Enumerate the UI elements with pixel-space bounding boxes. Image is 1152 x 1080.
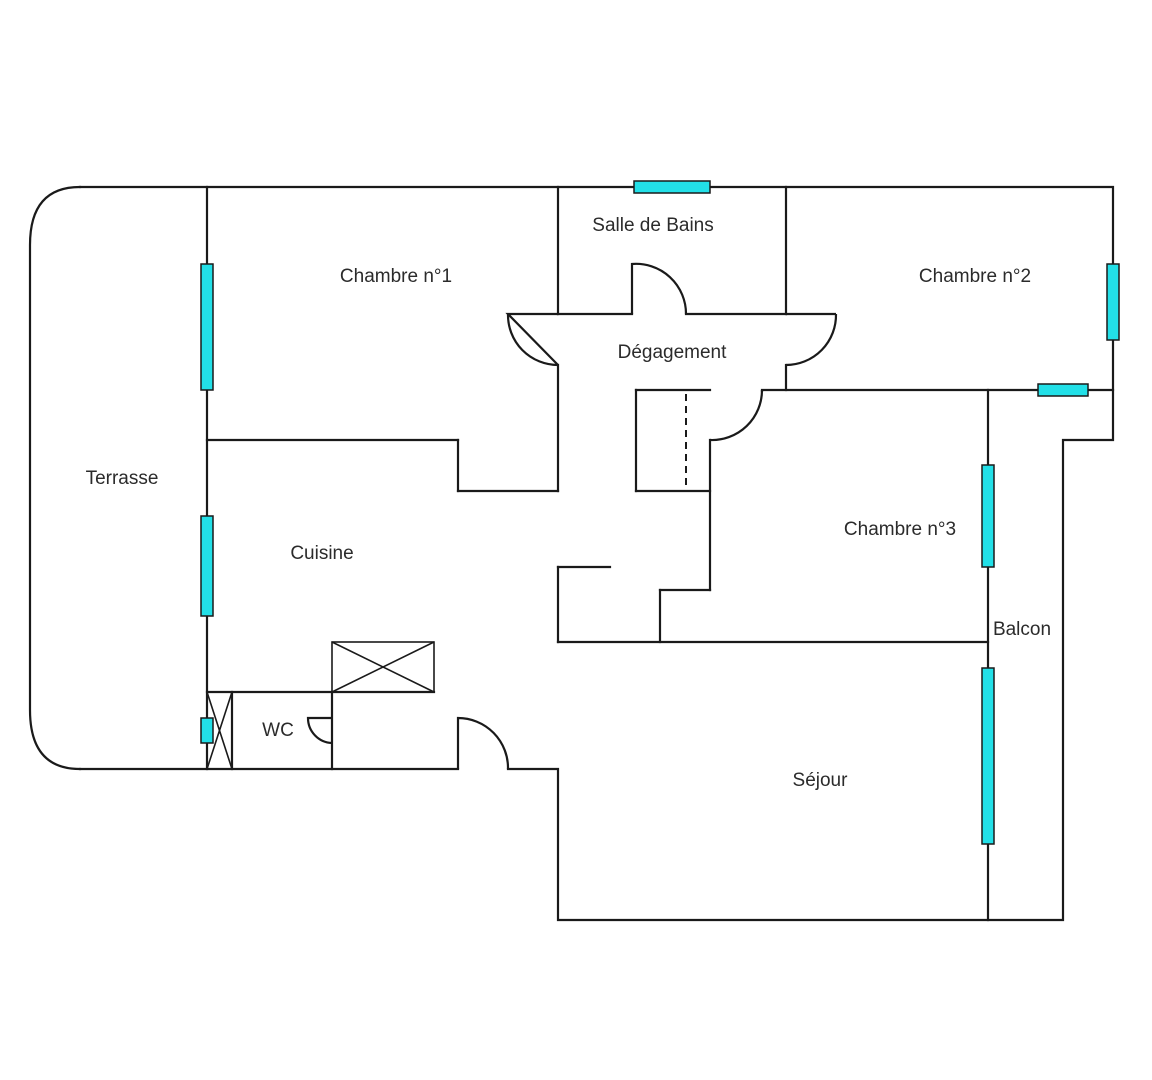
outer-walls xyxy=(28,185,1115,922)
door-chambre2-arc xyxy=(785,313,838,367)
label-degagement: Dégagement xyxy=(618,342,728,363)
room-labels: Chambre n°1 Salle de Bains Chambre n°2 D… xyxy=(86,215,1051,791)
label-chambre1: Chambre n°1 xyxy=(340,266,452,287)
label-balcon: Balcon xyxy=(993,619,1051,640)
windows xyxy=(200,180,1120,845)
label-chambre2: Chambre n°2 xyxy=(919,266,1031,287)
window-chambre2-south xyxy=(1037,383,1089,397)
window-chambre3 xyxy=(981,464,995,568)
window-sejour xyxy=(981,667,995,845)
window-chambre2-east xyxy=(1106,263,1120,341)
door-salle-de-bains xyxy=(630,262,688,315)
window-wc xyxy=(200,717,214,744)
door-entrance xyxy=(456,716,510,770)
door-chambre3-arc xyxy=(709,389,764,442)
label-cuisine: Cuisine xyxy=(290,543,353,564)
window-chambre1 xyxy=(200,263,214,391)
doors xyxy=(306,262,838,770)
window-cuisine xyxy=(200,515,214,617)
label-terrasse: Terrasse xyxy=(86,468,159,489)
label-chambre3: Chambre n°3 xyxy=(844,519,956,540)
label-sejour: Séjour xyxy=(793,770,849,791)
label-salle-de-bains: Salle de Bains xyxy=(592,215,713,236)
door-wc xyxy=(306,716,333,745)
window-salle-de-bains xyxy=(633,180,711,194)
door-chambre1-arc xyxy=(506,313,559,367)
ventilation-shaft-kitchen xyxy=(331,641,435,693)
label-wc: WC xyxy=(262,720,294,741)
